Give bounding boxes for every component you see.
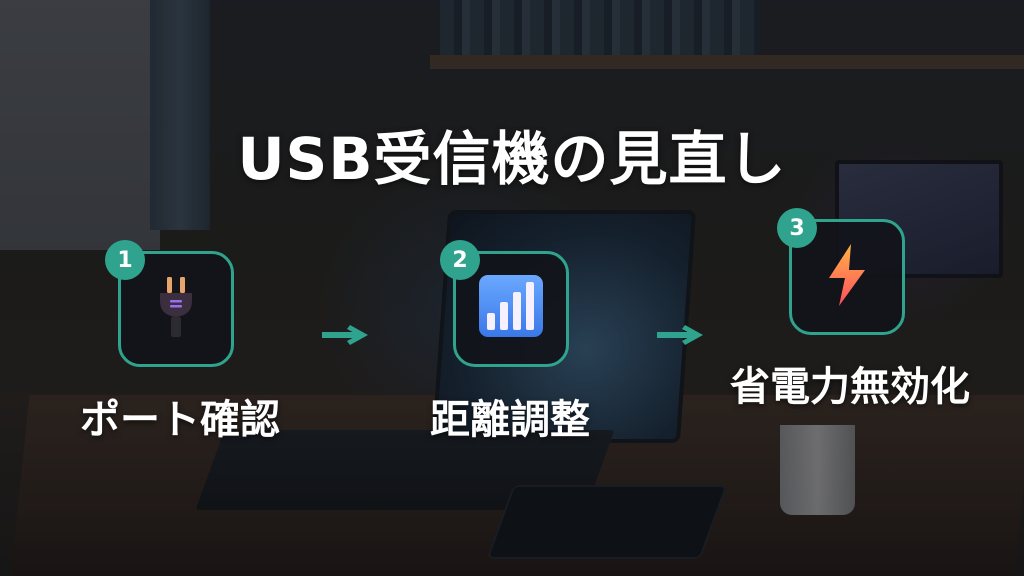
arrow-right-icon xyxy=(657,325,703,345)
lightning-bolt-icon xyxy=(827,244,867,310)
signal-bars-icon xyxy=(479,275,543,343)
mug xyxy=(780,425,855,515)
shelf xyxy=(430,55,1024,69)
step-2-label: 距離調整 xyxy=(430,397,590,443)
step-3-label: 省電力無効化 xyxy=(730,364,970,410)
step-1-badge: 1 xyxy=(105,240,145,280)
window xyxy=(0,0,160,250)
arrow-right-icon xyxy=(322,325,368,345)
step-2-badge: 2 xyxy=(440,240,480,280)
step-3-badge: 3 xyxy=(777,208,817,248)
electric-plug-icon xyxy=(158,275,194,343)
step-2-card xyxy=(453,251,569,367)
bookshelf-books xyxy=(440,0,760,55)
slide-title: USB受信機の見直し xyxy=(237,125,787,193)
step-1-label: ポート確認 xyxy=(80,397,280,443)
curtain xyxy=(150,0,210,230)
